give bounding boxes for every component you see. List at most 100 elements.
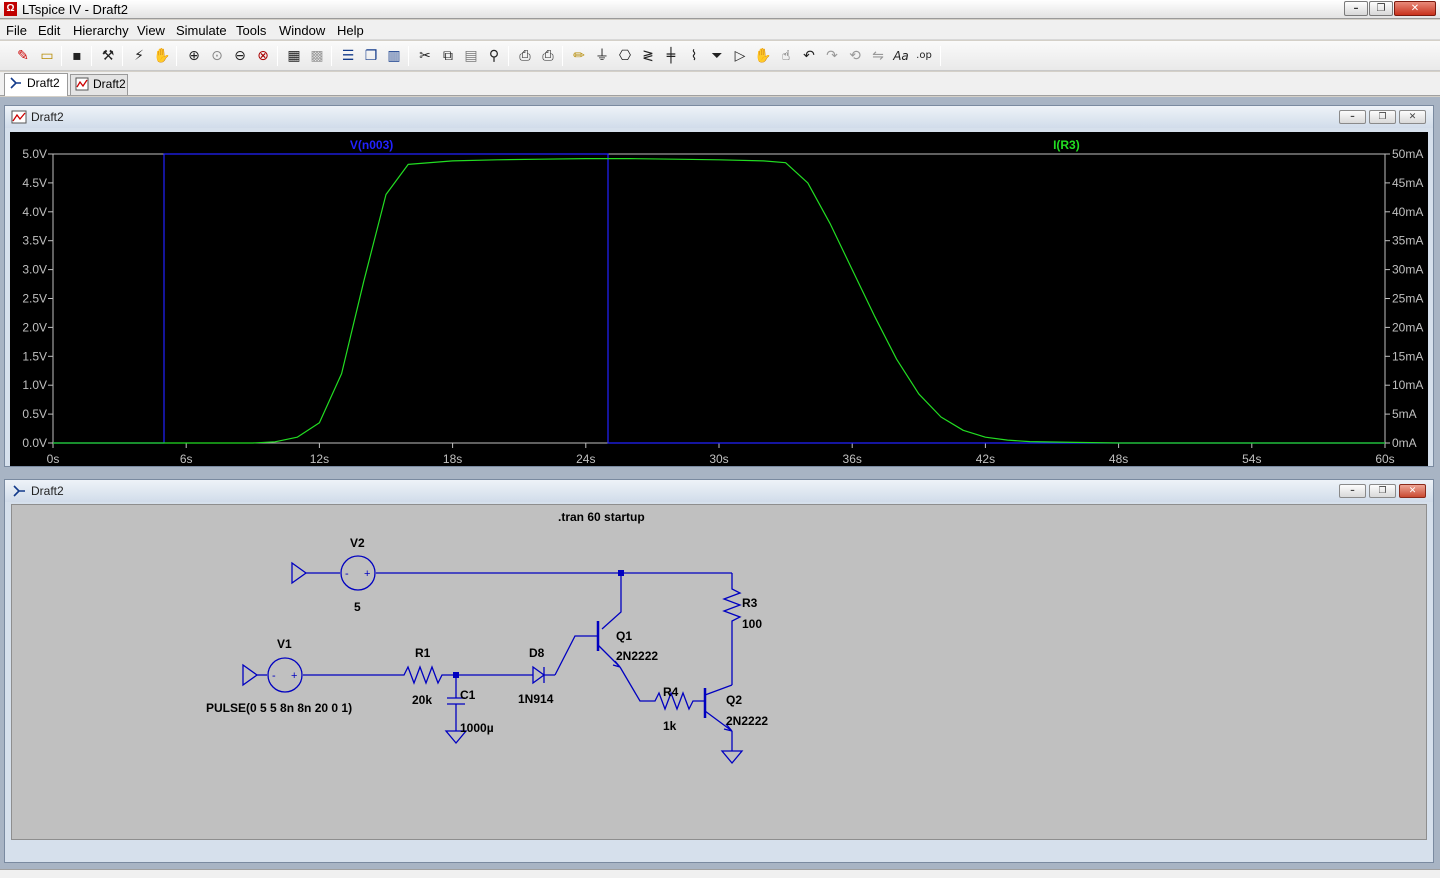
find-icon[interactable]: ⚲: [488, 48, 500, 64]
tile-horizontal-icon[interactable]: ☰: [341, 48, 355, 64]
spice-directive[interactable]: .tran 60 startup: [558, 510, 645, 524]
halt-icon[interactable]: ✋: [153, 48, 171, 64]
x-tick-label: 60s: [1375, 452, 1394, 466]
save-icon[interactable]: ▪: [72, 48, 82, 64]
v1-value: PULSE(0 5 5 8n 8n 20 0 1): [206, 701, 352, 715]
tab-waveform-draft2[interactable]: Draft2: [70, 74, 128, 95]
cascade-icon[interactable]: ❐: [364, 48, 378, 64]
schematic-minimize-button[interactable]: –: [1339, 484, 1366, 498]
y-left-tick-label: 3.0V: [22, 263, 47, 277]
text-icon[interactable]: Aa: [893, 49, 909, 63]
drag-icon[interactable]: ☝: [781, 48, 791, 64]
voltage-source-v1[interactable]: [267, 657, 303, 693]
restore-button[interactable]: ❐: [1369, 1, 1393, 16]
schematic-close-button[interactable]: ✕: [1399, 484, 1426, 498]
wire-icon[interactable]: ✏: [573, 48, 585, 64]
voltage-source-v2[interactable]: [340, 555, 376, 591]
tile-vertical-icon[interactable]: ▥: [387, 48, 401, 64]
new-schematic-icon[interactable]: ✎: [17, 48, 29, 64]
zoom-in-icon[interactable]: ⊕: [188, 48, 200, 64]
schematic-window-title: Draft2: [31, 484, 64, 498]
copy-icon[interactable]: ⧉: [443, 48, 453, 64]
y-left-tick-label: 0.5V: [22, 407, 47, 421]
resistor-icon[interactable]: ≷: [642, 48, 654, 64]
zoom-out-icon[interactable]: ⊖: [234, 48, 246, 64]
resistor-r3[interactable]: [722, 573, 742, 685]
schematic-canvas[interactable]: .tran 60 startup: [11, 504, 1427, 840]
y-left-tick-label: 5.0V: [22, 147, 47, 161]
print-preview-icon[interactable]: ⎙: [519, 48, 531, 64]
x-tick-label: 24s: [576, 452, 595, 466]
minimize-button[interactable]: –: [1344, 1, 1368, 16]
redo-icon[interactable]: ↷: [826, 48, 838, 64]
ground-symbol: [720, 750, 744, 765]
v1-plus: +: [291, 670, 297, 682]
y-right-tick-label: 40mA: [1392, 205, 1423, 219]
inductor-icon[interactable]: ⌇: [690, 48, 698, 64]
x-tick-label: 42s: [976, 452, 995, 466]
y-left-tick-label: 3.5V: [22, 234, 47, 248]
paste-icon[interactable]: ▤: [464, 48, 478, 64]
y-right-tick-label: 50mA: [1392, 147, 1423, 161]
status-bar: [0, 869, 1440, 878]
diode-d8[interactable]: [532, 665, 555, 685]
close-button[interactable]: ✕: [1394, 1, 1436, 16]
resistor-r1[interactable]: [303, 665, 533, 685]
menu-view[interactable]: View: [137, 23, 165, 38]
menu-window[interactable]: Window: [279, 23, 326, 38]
trace-v-n003-: [53, 153, 1385, 444]
capacitor-icon[interactable]: ╪: [666, 48, 676, 64]
mirror-icon[interactable]: ⇋: [872, 48, 884, 64]
menu-file[interactable]: File: [6, 23, 27, 38]
r3-value: 100: [742, 617, 762, 631]
y-right-tick-label: 15mA: [1392, 349, 1423, 363]
cut-icon[interactable]: ✂: [419, 48, 431, 64]
tab-schematic-draft2[interactable]: Draft2: [4, 73, 68, 96]
title-bar: Ω LTspice IV - Draft2 – ❐ ✕: [0, 0, 1440, 19]
control-panel-icon[interactable]: ⚒: [101, 48, 115, 64]
junction-dot: [618, 570, 624, 576]
waveform-minimize-button[interactable]: –: [1339, 110, 1366, 124]
x-tick-label: 36s: [843, 452, 862, 466]
v2-ref: V2: [350, 536, 365, 550]
d8-ref: D8: [529, 646, 545, 660]
autorange-icon[interactable]: ▦: [287, 48, 301, 64]
ground-symbol: [291, 561, 308, 585]
undo-icon[interactable]: ↶: [803, 48, 815, 64]
resistor-r4[interactable]: [619, 666, 705, 711]
menu-tools[interactable]: Tools: [236, 23, 267, 38]
wire: [554, 635, 598, 676]
diode-icon[interactable]: ⏷: [711, 48, 723, 64]
zoom-fit-icon[interactable]: ⊗: [257, 48, 269, 64]
r1-ref: R1: [415, 646, 431, 660]
open-icon[interactable]: ▭: [40, 48, 54, 64]
spice-directive-icon[interactable]: .op: [916, 50, 932, 61]
rotate-icon[interactable]: ⟲: [849, 48, 861, 64]
menu-help[interactable]: Help: [337, 23, 364, 38]
schematic-drawing[interactable]: .tran 60 startup: [12, 505, 1428, 841]
zoom-pan-icon[interactable]: ⊙: [211, 48, 223, 64]
menu-simulate[interactable]: Simulate: [176, 23, 227, 38]
x-tick-label: 0s: [47, 452, 60, 466]
waveform-chart[interactable]: 0.0V0.5V1.0V1.5V2.0V2.5V3.0V3.5V4.0V4.5V…: [10, 132, 1428, 466]
grid-icon[interactable]: ▩: [310, 48, 324, 64]
q2-collector: [704, 684, 733, 696]
waveform-maximize-button[interactable]: ❐: [1369, 110, 1396, 124]
label-icon[interactable]: ⎔: [618, 48, 632, 64]
component-icon[interactable]: ▷: [734, 48, 746, 64]
print-icon[interactable]: ⎙: [542, 48, 554, 64]
schematic-maximize-button[interactable]: ❐: [1369, 484, 1396, 498]
waveform-icon: [75, 77, 89, 91]
waveform-close-button[interactable]: ✕: [1399, 110, 1426, 124]
run-icon[interactable]: ⚡: [134, 48, 144, 64]
move-icon[interactable]: ✋: [754, 48, 772, 64]
ground-icon[interactable]: ⏚: [595, 48, 609, 64]
y-left-tick-label: 1.5V: [22, 349, 47, 363]
document-tabs: Draft2 Draft2: [0, 72, 1440, 96]
capacitor-c1[interactable]: [447, 675, 465, 731]
menu-hierarchy[interactable]: Hierarchy: [73, 23, 129, 38]
menu-edit[interactable]: Edit: [38, 23, 61, 38]
